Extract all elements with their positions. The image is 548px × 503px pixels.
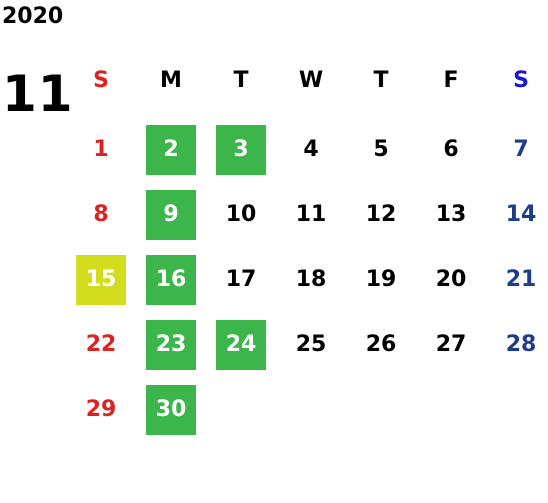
day-cell-4[interactable]: 4 [303,137,319,162]
day-cell-21[interactable]: 21 [505,267,537,292]
day-cell-23[interactable]: 23 [146,320,196,370]
day-cell-13[interactable]: 13 [435,202,467,227]
day-cell-15[interactable]: 15 [76,255,126,305]
day-cell-16[interactable]: 16 [146,255,196,305]
day-cell-8[interactable]: 8 [93,202,109,227]
day-cell-5[interactable]: 5 [373,137,389,162]
day-cell-20[interactable]: 20 [435,267,467,292]
day-cell-18[interactable]: 18 [295,267,327,292]
day-cell-10[interactable]: 10 [225,202,257,227]
day-cell-2[interactable]: 2 [146,125,196,175]
day-cell-17[interactable]: 17 [225,267,257,292]
day-cell-7[interactable]: 7 [513,137,529,162]
calendar-year: 2020 [2,4,64,29]
day-cell-19[interactable]: 19 [365,267,397,292]
day-cell-11[interactable]: 11 [295,202,327,227]
weekday-header-thu: T [373,68,389,93]
weekday-header-tue: T [233,68,249,93]
day-cell-29[interactable]: 29 [85,397,117,422]
weekday-header-sun: S [93,68,109,93]
calendar-month: 11 [2,65,74,123]
day-cell-6[interactable]: 6 [443,137,459,162]
day-cell-24[interactable]: 24 [216,320,266,370]
day-cell-3[interactable]: 3 [216,125,266,175]
day-cell-27[interactable]: 27 [435,332,467,357]
day-cell-26[interactable]: 26 [365,332,397,357]
day-cell-12[interactable]: 12 [365,202,397,227]
day-cell-14[interactable]: 14 [505,202,537,227]
day-cell-30[interactable]: 30 [146,385,196,435]
day-cell-22[interactable]: 22 [85,332,117,357]
weekday-header-sat: S [513,68,529,93]
day-cell-28[interactable]: 28 [505,332,537,357]
day-cell-1[interactable]: 1 [93,137,109,162]
day-cell-9[interactable]: 9 [146,190,196,240]
weekday-header-mon: M [160,68,182,93]
day-cell-25[interactable]: 25 [295,332,327,357]
weekday-header-fri: F [443,68,459,93]
weekday-header-wed: W [298,68,324,93]
